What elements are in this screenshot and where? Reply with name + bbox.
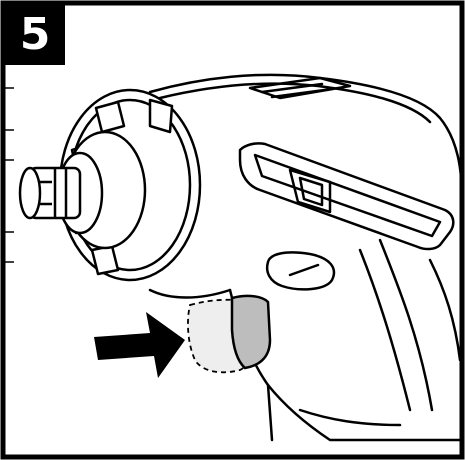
drill-body — [148, 73, 464, 442]
press-arrow — [94, 312, 185, 378]
drill-chuck — [18, 88, 202, 282]
trigger — [230, 294, 272, 370]
step-number-badge: 5 — [5, 5, 65, 65]
edge-marks — [5, 87, 14, 263]
